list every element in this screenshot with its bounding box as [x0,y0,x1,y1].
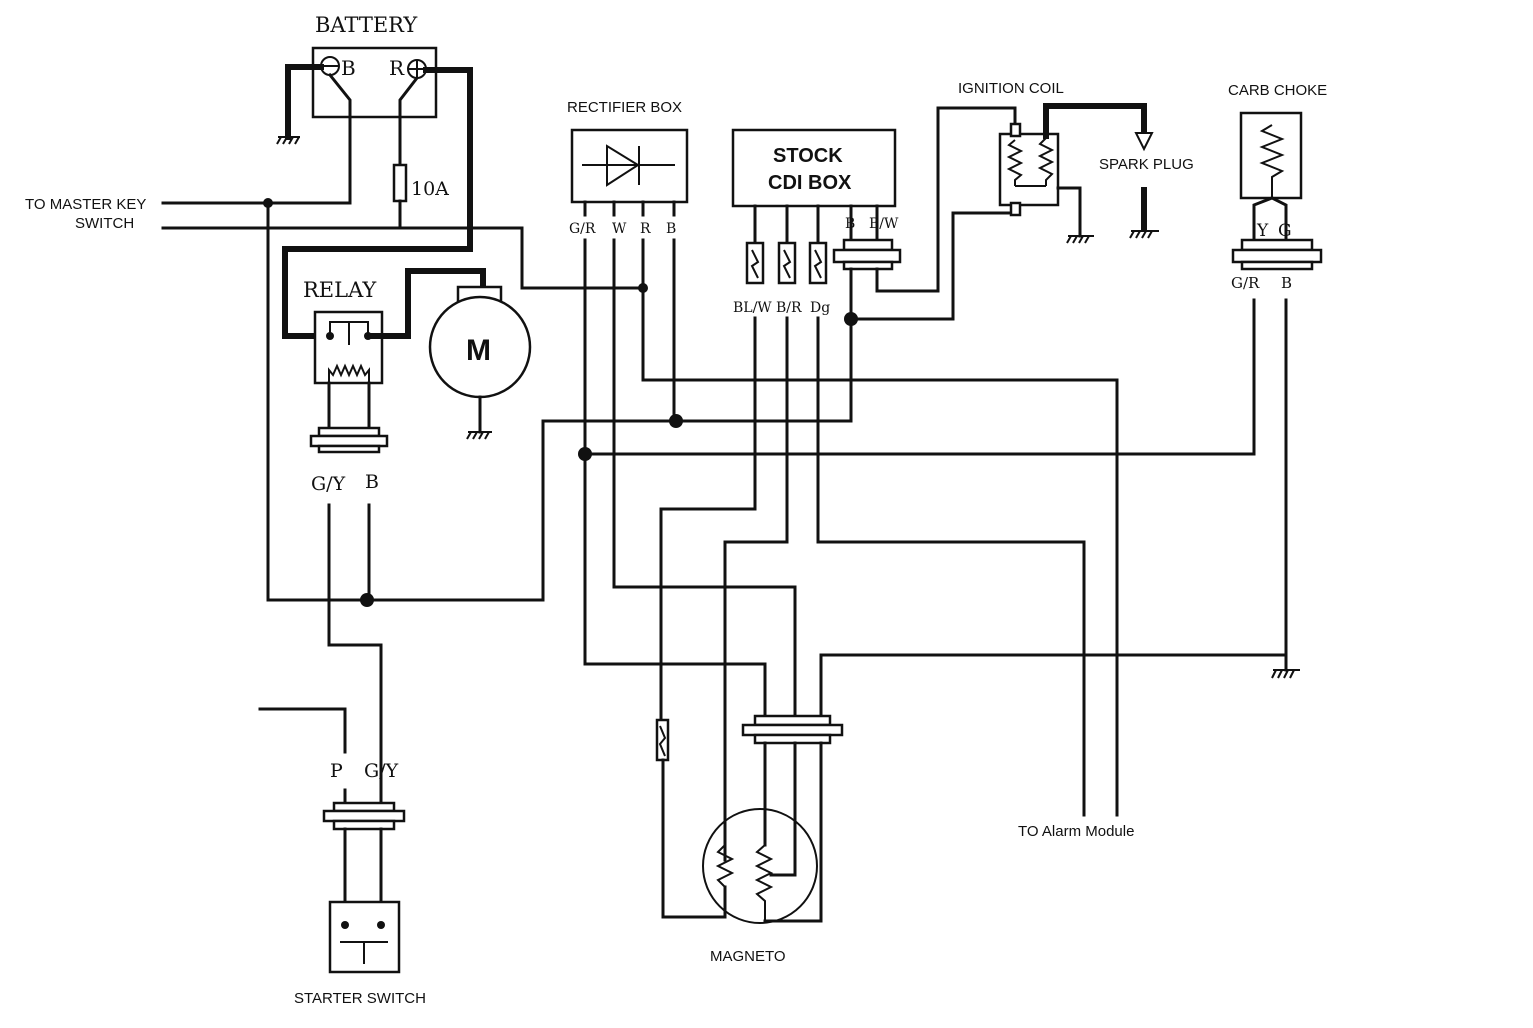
rectifier-box: RECTIFIER BOX G/R W R B [567,99,689,237]
magneto-return-wire [661,758,727,919]
magneto-ground-wire [819,653,1288,720]
cdi-pin-br: B/R [776,300,802,316]
carb-choke-pin-b: B [1281,274,1292,292]
rectifier-pin-gr: G/R [569,221,596,237]
starter-wire-p: P [330,760,343,782]
alarm-module-label: TO Alarm Module [1018,823,1134,840]
fuse: 10A [392,115,449,230]
spark-plug-title: SPARK PLUG [1099,156,1194,173]
starter-switch-title: STARTER SWITCH [294,990,426,1007]
relay-wire-gy: G/Y [311,473,346,495]
spark-plug-cable [1043,103,1147,139]
rectifier-pin-b: B [666,221,676,237]
choke-gr-wire [583,298,1256,456]
rectifier-w-wire [612,238,797,720]
battery-ground-cable [285,64,324,140]
spark-plug-ground-icon [1129,230,1159,239]
spark-plug: SPARK PLUG [1099,132,1194,232]
cdi-blw-wire [659,316,757,722]
rectifier-title: RECTIFIER BOX [567,99,682,116]
junction-dot [263,198,273,208]
starter-switch: P G/Y STARTER SWITCH [294,760,426,1007]
relay-wire-b: B [365,471,379,493]
rectifier-r-wire [641,238,1119,817]
carb-choke-pin-y: Y [1256,221,1269,241]
ignition-coil-title: IGNITION COIL [958,80,1064,97]
carb-choke-title: CARB CHOKE [1228,82,1327,99]
magneto: MAGNETO [702,714,844,965]
master-key-label-1: TO MASTER KEY [25,196,146,213]
motor-ground-icon [466,431,492,440]
cdi-title-line1: STOCK [773,145,843,167]
starter-p-wire [258,707,347,754]
choke-ground-icon [1271,669,1300,679]
coil-ground-icon [1066,235,1094,244]
cdi-pin-bw: B/W [869,216,899,232]
ground-loop-wire [266,201,853,602]
junction-dot [360,593,374,607]
battery-negative-label: B [341,56,356,80]
master-key-wire-2 [161,226,645,290]
starter-wire-gy: G/Y [364,760,399,782]
junction-dot [638,283,648,293]
cdi-title-line2: CDI BOX [768,172,852,194]
battery-positive-cable [282,67,473,339]
cdi-pin-b: B [845,216,855,232]
magneto-title: MAGNETO [710,948,786,965]
carb-choke-pin-g: G [1278,221,1292,241]
fuse-rating: 10A [411,178,449,200]
blw-resistor [655,718,670,762]
junction-dot [844,312,858,326]
carb-choke-pin-gr: G/R [1231,274,1260,292]
cdi-pin-blw: BL/W [733,300,772,316]
junction-dot [578,447,592,461]
cdi-pin-dg: Dg [810,300,830,316]
master-key-label-2: SWITCH [75,215,134,232]
cdi-bw-wire [875,106,1017,293]
rectifier-pin-r: R [640,221,651,237]
rectifier-pin-w: W [612,221,627,237]
relay-gy-wire [327,503,383,792]
cdi-dg-wire [816,316,1086,817]
cdi-br-wire [723,316,789,862]
motor-symbol: M [466,334,491,367]
master-key-wire-1 [161,115,352,205]
starter-motor: M [428,285,532,434]
junction-dot [669,414,683,428]
battery: BATTERY B R [311,13,438,119]
cdi-box: STOCK CDI BOX BL/W B/R Dg B B/W [731,128,902,316]
carb-choke: CARB CHOKE Y G G/R B [1228,82,1327,292]
battery-positive-label: R [389,56,405,80]
relay-to-motor-cable [365,268,486,339]
relay-title: RELAY [303,278,377,302]
battery-title: BATTERY [315,13,418,37]
relay: RELAY G/Y B [303,278,389,495]
ignition-coil: IGNITION COIL [958,80,1082,238]
